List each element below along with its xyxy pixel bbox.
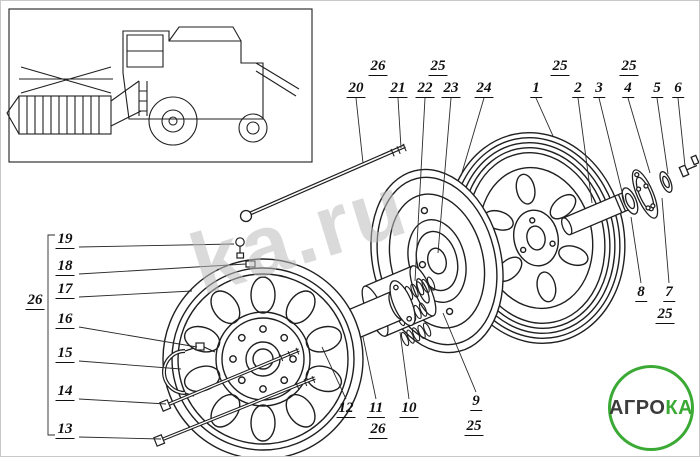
callout-16-19: 16 <box>55 311 75 329</box>
callout-5-13: 5 <box>651 80 663 98</box>
callout-18-16: 18 <box>55 258 75 276</box>
callout-12-23: 12 <box>336 400 356 418</box>
callout-22-4: 22 <box>415 80 435 98</box>
callout-4-12: 4 <box>622 80 634 98</box>
callout-3-10: 3 <box>593 80 605 98</box>
driven-pulley <box>162 258 364 456</box>
callout-2-9: 2 <box>572 80 584 98</box>
logo-text-agro: АГРО <box>608 396 666 419</box>
end-fastener <box>690 154 699 166</box>
callout-9-27: 9 <box>470 393 482 411</box>
callout-6-14: 6 <box>672 80 684 98</box>
callout-25-31: 25 <box>655 306 675 324</box>
callout-13-22: 13 <box>55 421 75 439</box>
long-stud-lower <box>153 376 316 447</box>
callout-25-11: 25 <box>619 58 639 76</box>
callout-1-7: 1 <box>530 80 542 98</box>
callout-20-1: 20 <box>346 80 366 98</box>
callout-8-29: 8 <box>635 284 647 302</box>
long-stud-upper <box>158 347 300 412</box>
callout-15-20: 15 <box>55 345 75 363</box>
logo-text-ka: КА <box>665 396 694 419</box>
ball-joint-pin <box>235 237 245 259</box>
callout-26-25: 26 <box>368 421 388 439</box>
retaining-bolt <box>678 164 698 178</box>
callout-17-17: 17 <box>55 281 75 299</box>
tie-rod <box>239 143 407 223</box>
callout-25-8: 25 <box>550 58 570 76</box>
callout-25-3: 25 <box>428 58 448 76</box>
callout-26-0: 26 <box>368 58 388 76</box>
callout-19-15: 19 <box>55 231 75 249</box>
callout-25-28: 25 <box>464 418 484 436</box>
callout-26-18: 26 <box>25 292 45 310</box>
flange-hub <box>631 169 659 219</box>
callout-14-21: 14 <box>55 383 75 401</box>
callout-21-2: 21 <box>388 80 408 98</box>
callout-7-30: 7 <box>663 284 675 302</box>
callout-24-6: 24 <box>474 80 494 98</box>
leader-lines <box>47 97 686 440</box>
callout-11-24: 11 <box>366 400 386 418</box>
callout-23-5: 23 <box>441 80 461 98</box>
washer <box>659 171 673 193</box>
lock-washer-pin <box>245 260 256 268</box>
combine-harvester-inset <box>6 8 313 163</box>
callout-10-26: 10 <box>399 400 419 418</box>
